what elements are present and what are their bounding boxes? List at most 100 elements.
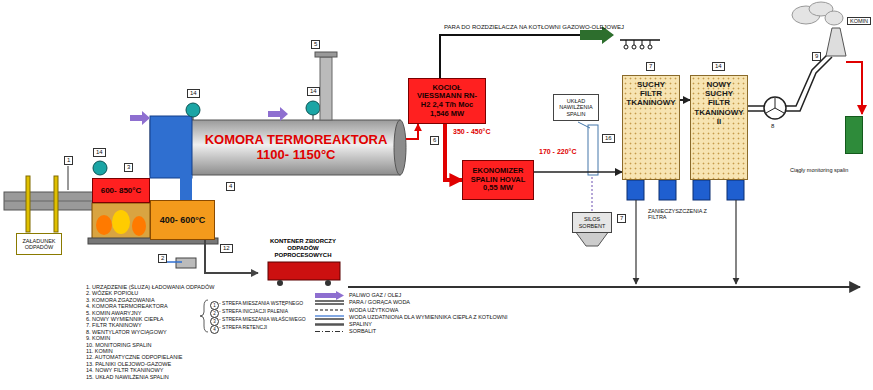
exhaust-fan-and-stack (748, 105, 764, 107)
key-item: 9. KOMIN (86, 335, 110, 341)
emergency-chimney (315, 52, 337, 120)
callout-number: 4 (210, 325, 219, 334)
filter-hoppers (693, 180, 710, 200)
legend-entry: WODA UŻYTKOWA (349, 307, 398, 314)
line-legend-samples (315, 291, 344, 300)
container-cart (268, 262, 340, 286)
key-item: 7. FILTR TKANINOWY (86, 322, 142, 328)
burner-fans (186, 103, 200, 117)
filter-hoppers (659, 180, 676, 200)
exhaust-fan-and-stack (764, 97, 786, 119)
flow-connector (406, 124, 418, 139)
node-text: KOMORA TERMOREAKTORA (205, 133, 388, 148)
steam-pipe (440, 26, 660, 78)
sorbent-silo: SILOS SORBENT (572, 212, 612, 233)
node-text: UKŁAD NAWILŻENIA SPALIN (557, 98, 595, 117)
gasification-chamber (112, 210, 130, 234)
line-legend-samples (315, 318, 344, 319)
legend-text: WODA UŻYTKOWA (349, 307, 398, 313)
key-item: 13. PALNIKI OLEJOWO-GAZOWE (86, 361, 171, 367)
reactor-chamber: KOMORA TERMOREAKTORA1100- 1150°C (150, 120, 400, 175)
key-item: 11. KOMIN (86, 348, 113, 354)
part-label: - STREFA INICJACJI PALENIA (219, 309, 288, 315)
dust-lines (348, 200, 860, 287)
thermoreactor-cylinder (150, 116, 192, 178)
burner-fans (268, 107, 288, 121)
filter-box: NOWY SUCHY FILTR TKANINOWY II (690, 75, 748, 180)
burner-fans (313, 115, 314, 120)
legend-text: SPALINY (349, 321, 372, 327)
line-legend-samples (315, 303, 344, 304)
legend-text: SORBALIT (349, 328, 376, 334)
key-item: 4. KOMORA TERMOREAKTORA (86, 303, 168, 309)
emergency-chimney (315, 52, 337, 57)
node-text: SILOS SORBENT (576, 216, 608, 229)
steam-pipe (624, 45, 628, 49)
zone-bracket (200, 300, 208, 332)
steam-pipe (626, 40, 627, 45)
node-text: Ciągły monitoring spalin (790, 167, 854, 173)
callout-number: 6 (430, 136, 439, 145)
burner-fans (93, 161, 107, 175)
boiler-box: KOCIOŁ VIESSMANN RN- H2 2,4 T/h Moc 1,54… (408, 78, 486, 124)
legend-text: PARA / GORĄCA WODA (349, 299, 410, 305)
filter-hoppers (627, 180, 644, 200)
gasification-chamber (132, 216, 146, 236)
part-label: - STREFA MIESZANIA WŁAŚCIWEGO (219, 317, 306, 323)
node-text: KOCIOŁ VIESSMANN RN- H2 2,4 T/h Moc 1,54… (412, 84, 482, 119)
line-legend-samples (315, 315, 344, 316)
key-item: 6. NOWY WYMIENNIK CIEPŁA (86, 316, 164, 322)
part-label: KOMIN (847, 17, 871, 25)
part-label: PARA DO ROZDZIELACZA NA KOTŁOWNI GAZOWO-… (444, 24, 624, 31)
line-legend-samples (315, 323, 344, 326)
node-text: EKONOMIZER SPALIN HOVAL (466, 167, 530, 184)
gasification-chamber (92, 203, 150, 240)
conveyor (4, 201, 94, 202)
exhaust-fan-and-stack (748, 2, 862, 119)
container-cart (268, 262, 340, 280)
dust-lines (348, 286, 860, 288)
legend-entry: SPALINY (349, 321, 372, 328)
burner-fans (306, 101, 320, 115)
exhaust-fan-and-stack (748, 110, 764, 112)
callout-number: 14 (93, 148, 106, 157)
conveyor (26, 176, 30, 232)
exhaust-fan-and-stack (786, 57, 832, 111)
steam-pipe (632, 45, 636, 49)
callout-number: 12 (220, 244, 233, 253)
callout-number: 4 (226, 182, 235, 191)
gasification-zone: 600- 850°C (92, 178, 150, 203)
part-label: ZANIECZYSZCZENIA Z FILTRA (648, 208, 726, 221)
economizer-box: EKONOMIZER SPALIN HOVAL0,55 MW (462, 160, 534, 200)
thermoreactor-cylinder (150, 116, 406, 178)
flow-connector (534, 171, 622, 173)
gasification-chamber (176, 258, 196, 268)
node-text: ZAŁADUNEK ODPADÓW (20, 238, 58, 251)
callout-number: 7 (617, 214, 626, 223)
node-text: SUCHY FILTR TKANINOWY (626, 80, 676, 108)
humidifier-tower (578, 122, 590, 128)
legend-text: PALIWO GAZ / OLEJ (349, 292, 401, 298)
temperature-label: 350 - 450°C (452, 128, 491, 135)
node-text: 0,55 MW (483, 184, 513, 193)
conveyor (54, 176, 58, 232)
key-item: 14. NOWY FILTR TKANINOWY (86, 367, 163, 373)
key-item: 8. WENTYLATOR WYCIĄGOWY (86, 329, 167, 335)
legend-entry: WODA UZDATNIONA DLA WYMIENNIKA CIEPŁA Z … (349, 314, 508, 321)
key-item: 15. UKŁAD NAWILŻENIA SPALIN (86, 374, 169, 380)
humidifier-tower (588, 125, 598, 175)
gasification-zone: 400- 600°C (150, 200, 215, 240)
callout-number: 5 (311, 40, 320, 49)
callout-number: 16 (602, 134, 615, 143)
filter-box: SUCHY FILTR TKANINOWY (622, 75, 680, 180)
line-legend-samples (315, 331, 344, 332)
node-text: 400- 600°C (160, 215, 206, 225)
steam-pipe (650, 40, 651, 45)
thermoreactor-cylinder (394, 120, 406, 175)
exhaust-fan-and-stack (825, 11, 843, 25)
key-item: 12. AUTOMATYCZNE ODPOPIELANIE (86, 354, 182, 360)
callout-number: 8 (771, 123, 774, 130)
steam-pipe (640, 45, 644, 49)
legend-text: WODA UZDATNIONA DLA WYMIENNIKA CIEPŁA Z … (349, 314, 508, 320)
temperature-label: 170 - 220°C (538, 148, 577, 155)
